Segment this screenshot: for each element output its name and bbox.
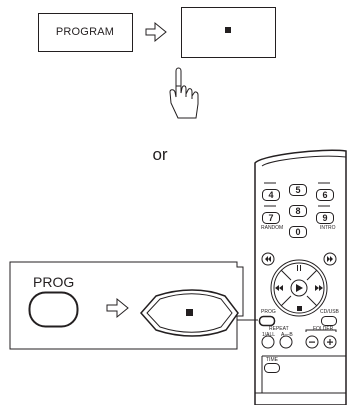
play-button [290, 279, 308, 297]
plus-icon [329, 339, 331, 345]
folder-bracket [305, 329, 337, 332]
key-6 [316, 189, 334, 201]
stop-display-box [181, 7, 276, 58]
folder-label: FOLDER [313, 326, 334, 332]
key-4 [262, 189, 280, 201]
rewind-button [261, 252, 275, 266]
pause-icon [297, 265, 301, 271]
key-4-label: 4 [268, 190, 274, 200]
repeat-1-all-button [261, 335, 275, 349]
remote-prog-label: PROG [261, 309, 276, 315]
arrow-icon [145, 21, 167, 43]
key-5-label: 5 [295, 185, 301, 195]
hand-finger-lines [176, 85, 193, 99]
cd-usb-label: CD/USB [320, 309, 339, 315]
prog-label: PROG [33, 274, 75, 290]
stop-key-inner [146, 293, 233, 333]
remote-top-edge [261, 155, 347, 167]
fast-forward-button [323, 252, 337, 266]
skip-back-icon [275, 285, 283, 291]
nav-ring-inner [273, 262, 325, 314]
repeat-label: REPEAT [269, 326, 289, 332]
key-7-label: 7 [268, 213, 274, 223]
stop-icon [297, 306, 302, 311]
nav-dividers [280, 269, 318, 307]
key-6-label: 6 [322, 190, 328, 200]
intro-label: INTRO [320, 225, 336, 231]
time-label: TIME [266, 357, 278, 363]
prog-callout-panel [9, 261, 244, 350]
random-label: RANDOM [261, 225, 284, 231]
remote-cd-usb-button [321, 316, 337, 326]
key-8-label: 8 [295, 206, 301, 216]
repeat-a-b-button [279, 335, 293, 349]
skip-forward-icon [315, 285, 323, 291]
nav-ring-outer [270, 259, 328, 317]
key-5 [289, 184, 307, 196]
program-label: PROGRAM [55, 25, 115, 38]
rewind-icon [265, 256, 271, 262]
repeat-a-b-label: A—B [281, 332, 293, 338]
play-icon [296, 284, 303, 292]
folder-minus-button [305, 335, 319, 349]
remote-prog-button [258, 315, 276, 327]
stop-icon [225, 27, 231, 33]
minus-icon [309, 341, 315, 343]
time-button [264, 363, 280, 373]
stop-icon [186, 309, 193, 316]
repeat-1-all-label: 1/ALL [262, 332, 276, 338]
arrow-icon [106, 297, 129, 319]
remote-control-body [254, 149, 347, 405]
folder-plus-button [323, 335, 337, 349]
key-9 [316, 212, 334, 224]
prog-button [28, 291, 79, 328]
key-9-label: 9 [322, 213, 328, 223]
stop-key-outline [139, 289, 239, 337]
key-markers [264, 182, 330, 207]
key-7 [262, 212, 280, 224]
pointing-hand-icon [169, 67, 199, 119]
key-0 [289, 226, 307, 238]
or-label: or [152, 145, 168, 164]
key-0-label: 0 [295, 227, 301, 237]
program-button-box [38, 13, 133, 52]
fast-forward-icon [327, 256, 333, 262]
key-8 [289, 205, 307, 217]
